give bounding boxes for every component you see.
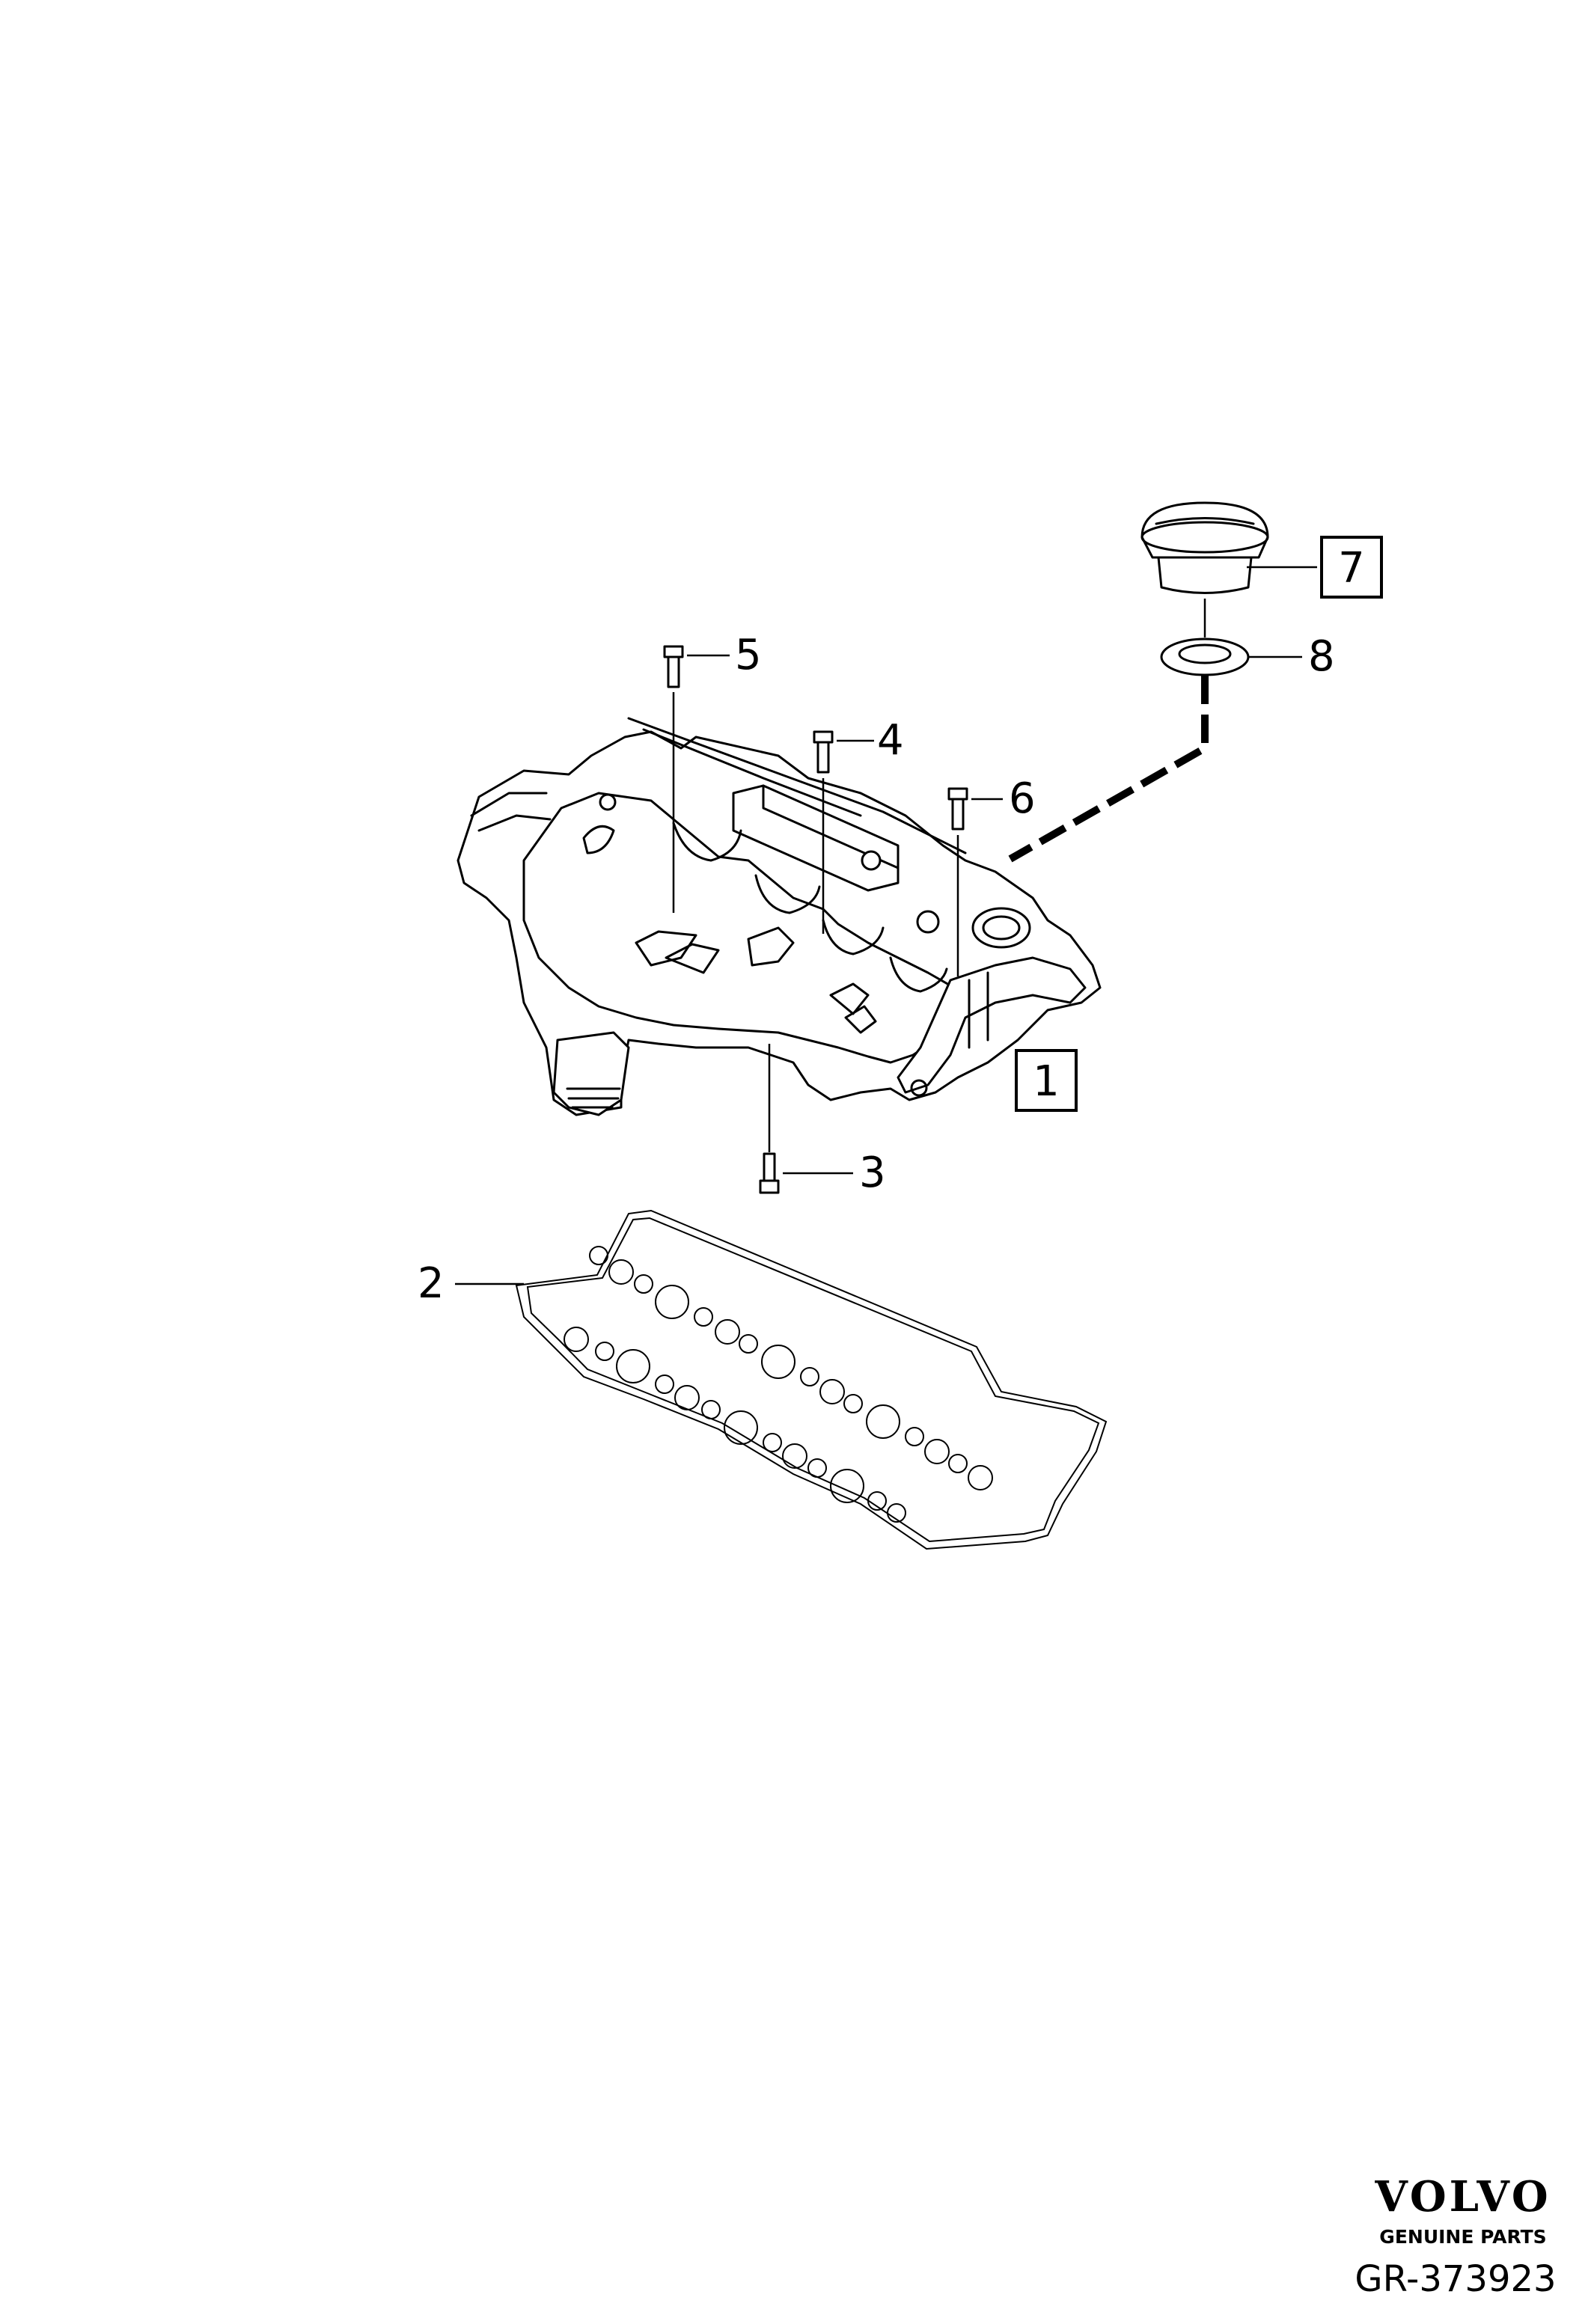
oil-filler-cap [1140, 501, 1269, 594]
bolt-6 [947, 787, 968, 976]
gasket [515, 1209, 1108, 1550]
callout-1-box [1015, 1049, 1078, 1112]
genuine-parts-label: GENUINE PARTS [1379, 2226, 1546, 2248]
callout-1: 1 [1033, 1057, 1060, 1106]
bolt-5 [663, 645, 684, 913]
callout-4: 4 [877, 716, 904, 765]
callout-8: 8 [1308, 632, 1335, 681]
callout-6: 6 [1009, 774, 1036, 823]
callout-3: 3 [859, 1149, 886, 1197]
diagram-reference: GR-373923 [1355, 2258, 1556, 2300]
volvo-logo: VOLVO [1374, 2172, 1551, 2221]
callout-5: 5 [735, 631, 762, 679]
seal-ring [1160, 637, 1250, 676]
callout-2: 2 [418, 1259, 445, 1308]
callout-7-box [1320, 536, 1383, 599]
bolt-4 [813, 730, 834, 934]
assembly-dashed-line [1008, 676, 1209, 863]
valve-cover [456, 717, 1102, 1116]
bolt-3 [759, 1044, 780, 1194]
callout-7: 7 [1338, 544, 1365, 593]
